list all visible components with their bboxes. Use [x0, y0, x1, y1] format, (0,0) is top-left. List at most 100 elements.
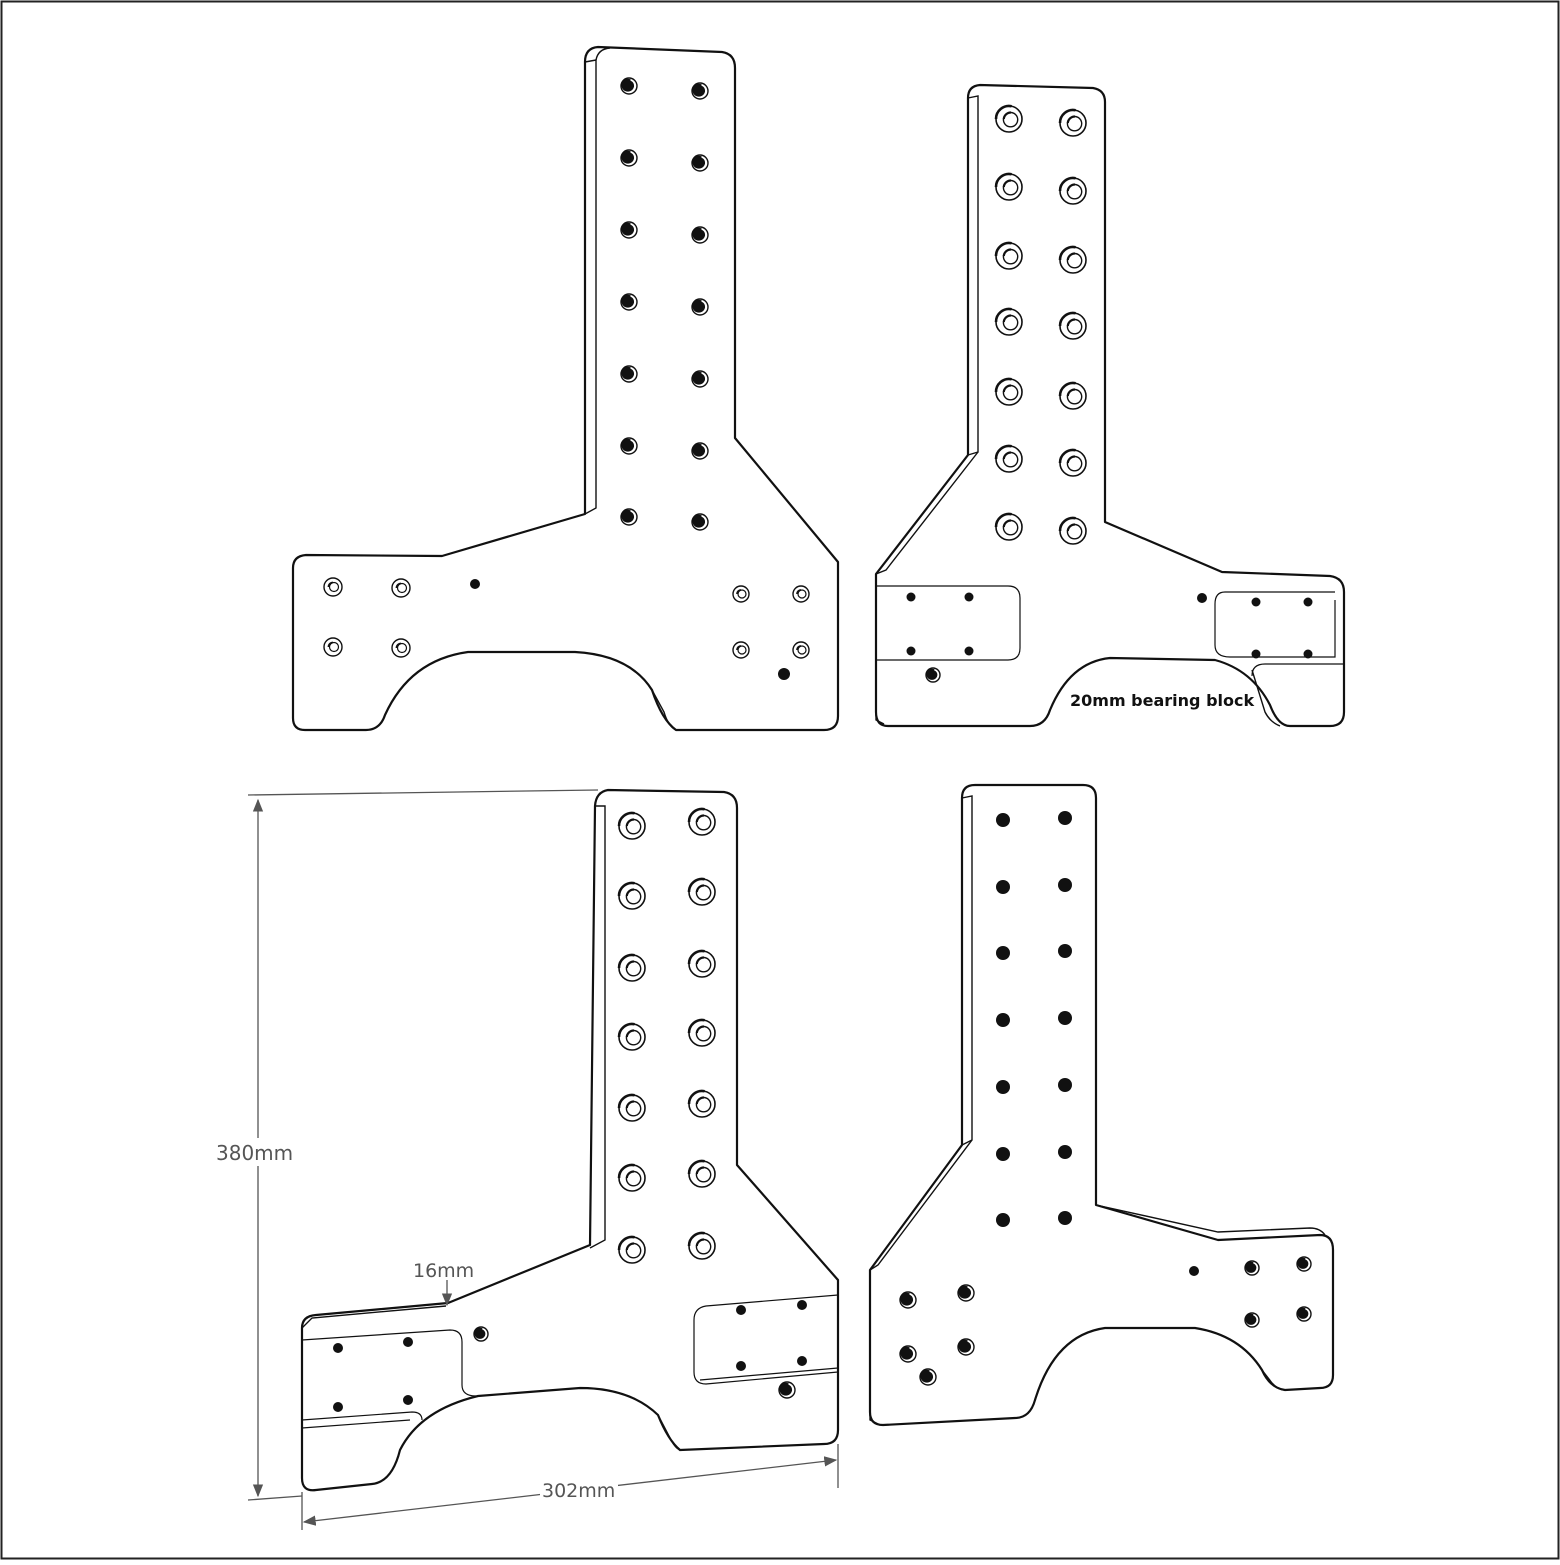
counterbored-hole — [732, 585, 750, 603]
hole — [470, 579, 480, 589]
counterbored-hole — [391, 638, 411, 658]
hole — [996, 1213, 1010, 1227]
hole — [1058, 944, 1072, 958]
counterbored-hole — [792, 641, 810, 659]
hole — [1058, 811, 1072, 825]
hole — [1058, 1145, 1072, 1159]
counterbored-hole — [617, 1235, 646, 1264]
hole — [1244, 1260, 1260, 1276]
hole — [1251, 597, 1261, 607]
hole — [403, 1395, 413, 1405]
hole — [899, 1291, 917, 1309]
hole — [620, 293, 638, 311]
counterbored-hole — [1058, 381, 1087, 410]
hole — [620, 508, 638, 526]
counterbored-hole — [617, 1022, 646, 1051]
counterbored-hole — [1058, 176, 1087, 205]
counterbored-hole — [1058, 311, 1087, 340]
hole — [996, 946, 1010, 960]
hole — [691, 82, 709, 100]
hole — [1244, 1312, 1260, 1328]
hole — [403, 1337, 413, 1347]
counterbored-hole — [617, 1093, 646, 1122]
hole — [620, 77, 638, 95]
counterbored-hole — [617, 1163, 646, 1192]
counterbored-hole — [687, 949, 716, 978]
counterbored-hole — [1058, 448, 1087, 477]
hole — [797, 1356, 807, 1366]
counterbored-hole — [687, 1159, 716, 1188]
hole — [691, 442, 709, 460]
counterbored-hole — [1058, 516, 1087, 545]
hole — [691, 226, 709, 244]
counterbored-hole — [687, 807, 716, 836]
hole — [1303, 597, 1313, 607]
counterbored-hole — [617, 811, 646, 840]
hole — [620, 221, 638, 239]
plate-bottom-right — [868, 783, 1335, 1427]
counterbored-hole — [323, 577, 343, 597]
hole — [906, 646, 916, 656]
hole — [996, 880, 1010, 894]
counterbored-hole — [994, 512, 1023, 541]
hole — [333, 1343, 343, 1353]
hole — [964, 646, 974, 656]
hole — [691, 154, 709, 172]
counterbored-hole — [994, 444, 1023, 473]
hole — [957, 1284, 975, 1302]
counterbored-hole — [994, 241, 1023, 270]
hole — [1251, 649, 1261, 659]
hole — [620, 149, 638, 167]
hole — [620, 365, 638, 383]
counterbored-hole — [732, 641, 750, 659]
hole — [996, 1080, 1010, 1094]
hole — [964, 592, 974, 602]
hole — [906, 592, 916, 602]
width-dimension-label: 302mm — [542, 1480, 615, 1502]
hole — [996, 813, 1010, 827]
counterbored-hole — [994, 307, 1023, 336]
hole — [333, 1402, 343, 1412]
hole — [919, 1368, 937, 1386]
counterbored-hole — [687, 1231, 716, 1260]
hole — [1296, 1306, 1312, 1322]
counterbored-hole — [1058, 245, 1087, 274]
counterbored-hole — [994, 172, 1023, 201]
hole — [1197, 593, 1207, 603]
counterbored-hole — [391, 578, 411, 598]
hole — [1058, 1078, 1072, 1092]
counterbored-hole — [687, 1018, 716, 1047]
hole — [797, 1300, 807, 1310]
counterbored-hole — [994, 377, 1023, 406]
counterbored-hole — [687, 1089, 716, 1118]
counterbored-hole — [687, 877, 716, 906]
hole — [473, 1326, 489, 1342]
hole — [996, 1013, 1010, 1027]
hole — [620, 437, 638, 455]
height-dimension-label: 380mm — [216, 1141, 293, 1165]
hole — [691, 298, 709, 316]
thickness-dimension-label: 16mm — [413, 1260, 474, 1282]
counterbored-hole — [617, 953, 646, 982]
hole — [996, 1147, 1010, 1161]
hole — [736, 1305, 746, 1315]
hole — [736, 1361, 746, 1371]
hole — [1058, 1011, 1072, 1025]
hole — [778, 668, 790, 680]
hole — [691, 513, 709, 531]
hole — [1058, 878, 1072, 892]
hole — [1058, 1211, 1072, 1225]
counterbored-hole — [323, 637, 343, 657]
counterbored-hole — [617, 881, 646, 910]
hole — [691, 370, 709, 388]
hole — [778, 1381, 796, 1399]
hole — [1296, 1256, 1312, 1272]
plate-top-left — [291, 45, 840, 732]
counterbored-hole — [792, 585, 810, 603]
hole — [925, 667, 941, 683]
plate-bottom-left — [300, 788, 840, 1492]
hole — [957, 1338, 975, 1356]
